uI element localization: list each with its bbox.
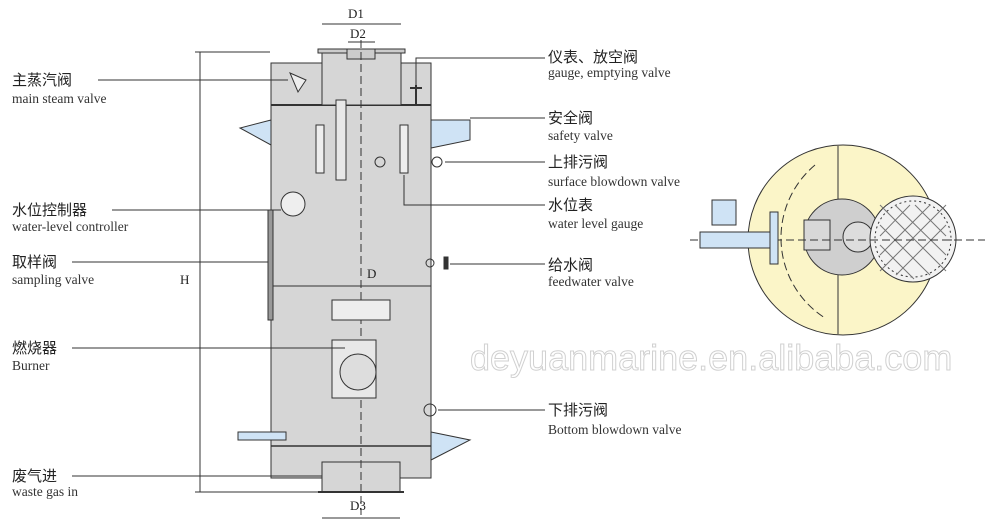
label-cn: 安全阀 bbox=[548, 109, 593, 127]
label-cn: 燃烧器 bbox=[12, 339, 57, 357]
dim-h: H bbox=[180, 272, 189, 287]
label-cn: 水位控制器 bbox=[12, 201, 87, 219]
left-labels: 主蒸汽阀 main steam valve 水位控制器 water-level … bbox=[12, 71, 129, 499]
dim-d1: D1 bbox=[348, 6, 364, 21]
label-en: water level gauge bbox=[548, 216, 643, 231]
label-en: gauge, emptying valve bbox=[548, 65, 671, 80]
label-cn: 仪表、放空阀 bbox=[548, 48, 638, 66]
label-cn: 取样阀 bbox=[12, 253, 57, 271]
label-cn: 水位表 bbox=[548, 196, 593, 214]
label-en: safety valve bbox=[548, 128, 613, 143]
manhole-mesh bbox=[869, 195, 957, 283]
label-cn: 废气进 bbox=[12, 467, 57, 485]
label-en: main steam valve bbox=[12, 91, 106, 106]
label-en: water-level controller bbox=[12, 219, 129, 234]
watermark: deyuanmarine.en.alibaba.com bbox=[470, 337, 952, 378]
label-en: Burner bbox=[12, 358, 50, 373]
label-en: Bottom blowdown valve bbox=[548, 422, 682, 437]
label-cn: 给水阀 bbox=[548, 256, 593, 274]
right-labels: 仪表、放空阀 gauge, emptying valve 安全阀 safety … bbox=[548, 48, 682, 437]
label-cn: 主蒸汽阀 bbox=[12, 71, 72, 89]
label-en: surface blowdown valve bbox=[548, 174, 680, 189]
label-en: sampling valve bbox=[12, 272, 94, 287]
label-cn: 下排污阀 bbox=[548, 401, 608, 419]
label-en: waste gas in bbox=[12, 484, 78, 499]
dim-d3: D3 bbox=[350, 498, 366, 513]
label-cn: 上排污阀 bbox=[548, 153, 608, 171]
dim-d: D bbox=[367, 266, 376, 281]
dim-d2: D2 bbox=[350, 26, 366, 41]
label-en: feedwater valve bbox=[548, 274, 634, 289]
